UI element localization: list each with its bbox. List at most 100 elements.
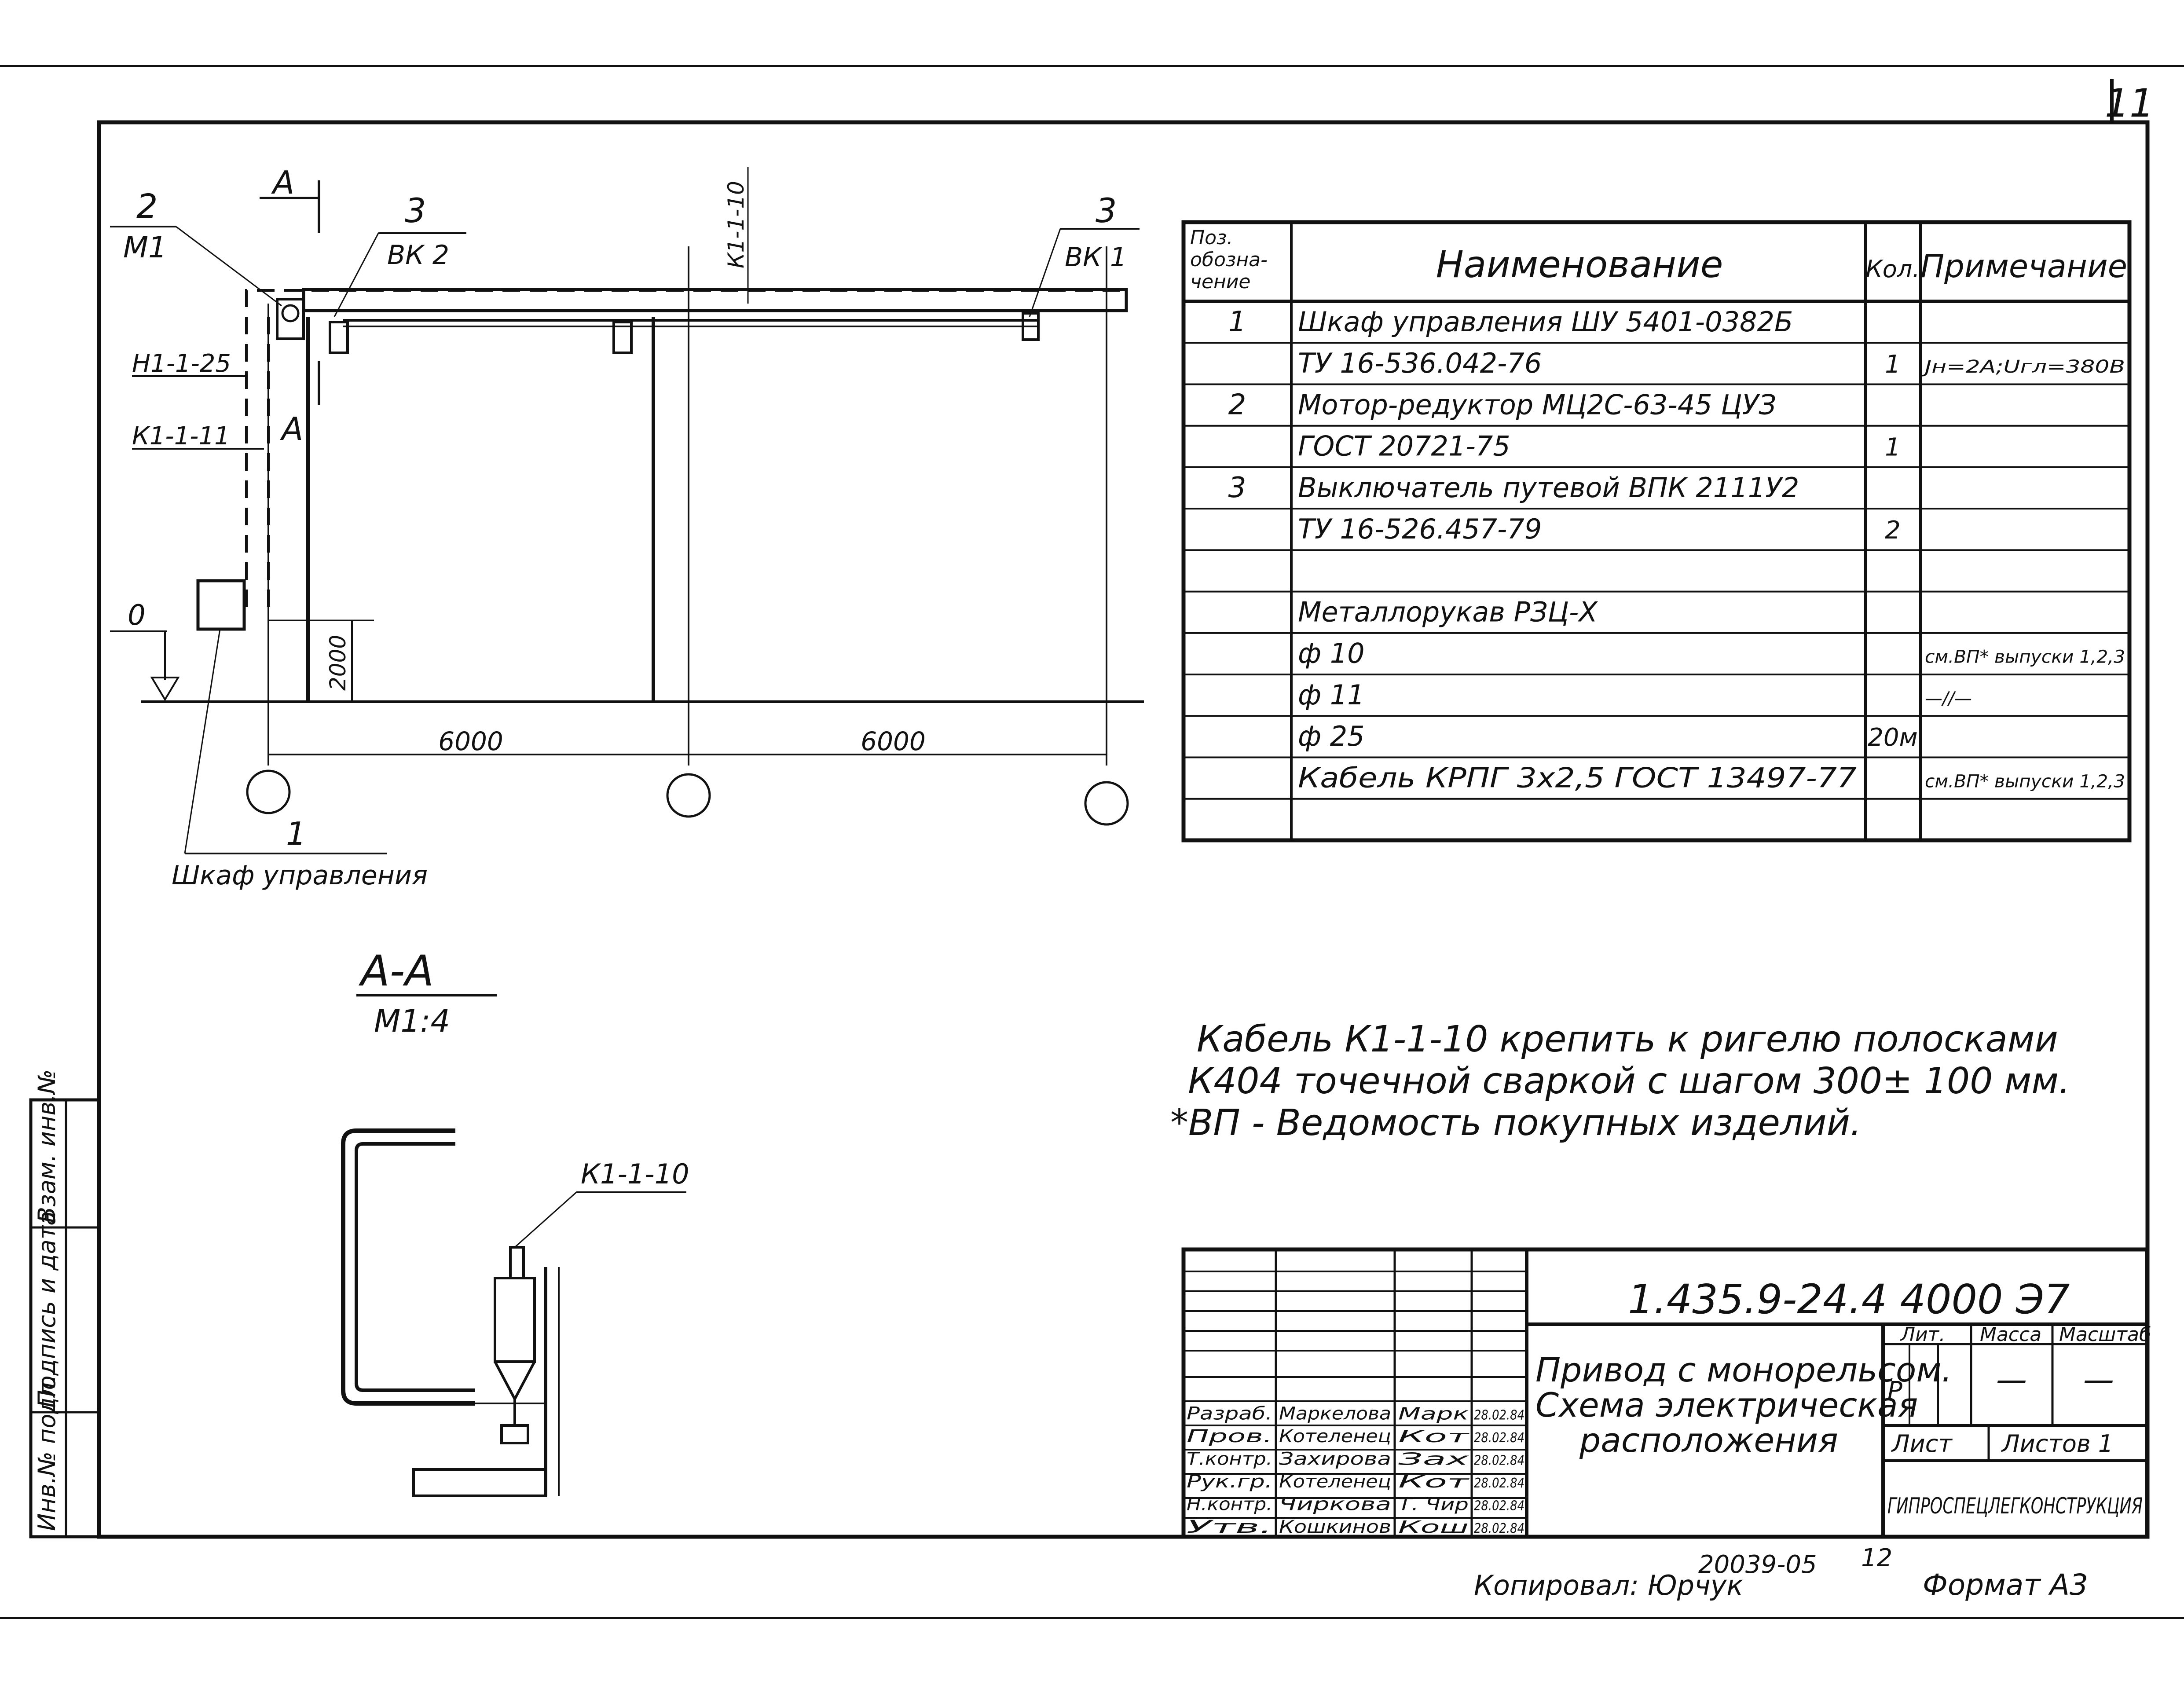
axis-bubble-2 [666, 773, 711, 818]
col-scale: Масштаб [2059, 1323, 2151, 1346]
span-dim-1: 6000 [438, 726, 503, 756]
signature-name: Котеленец [1279, 1472, 1391, 1492]
axis-bubble-1 [246, 769, 291, 814]
motor-reducer [276, 298, 305, 340]
signature-date: 28.02.84 [1474, 1476, 1524, 1491]
spec-cell-qty: 1 [1885, 433, 1901, 462]
signature-sign: Т. Чир [1398, 1495, 1469, 1514]
spec-cell-qty: 1 [1885, 350, 1901, 379]
section-scale: М1:4 [374, 1003, 450, 1039]
section-cable-label: К1-1-10 [581, 1158, 689, 1190]
callout-vk1-name: ВК 1 [1065, 242, 1127, 273]
spec-cell-name: ГОСТ 20721-75 [1298, 430, 1510, 462]
organization: ГИПРОСПЕЦЛЕГКОНСТРУКЦИЯ [1887, 1493, 2143, 1519]
spec-cell-name: ТУ 16-526.457-79 [1298, 513, 1542, 545]
cable-h1: Н1-1-25 [132, 349, 231, 378]
signature-sign: Кош [1398, 1517, 1469, 1537]
spec-header-note: Примечание [1920, 248, 2127, 285]
plan-view: 6000 6000 2000 0 А А К1-1-10 2 [110, 164, 1144, 891]
signature-role: Пров. [1187, 1426, 1272, 1447]
signature-sign: Зах [1398, 1450, 1469, 1469]
signature-role: Утв. [1187, 1517, 1272, 1537]
signature-sign: Кот [1398, 1427, 1470, 1446]
signature-role: Разраб. [1187, 1404, 1272, 1424]
spec-cell-name: Кабель КРПГ 3х2,5 ГОСТ 13497-77 [1298, 762, 1857, 794]
spec-cell-note: Jн=2А;Uгл=380В [1921, 357, 2125, 377]
copied-label: Копировал: Юрчук [1474, 1569, 1743, 1601]
side-stamp-replace: Взам. инв.№ [33, 1070, 61, 1223]
section-mark-top: А [271, 164, 294, 201]
trolley [612, 321, 633, 354]
signature-name: Котеленец [1279, 1426, 1391, 1447]
signature-sign: Марк [1398, 1404, 1469, 1424]
section-title: А-А [358, 946, 434, 996]
sheet-footer: 20039-05 12 Копировал: Юрчук Формат А3 [1474, 1544, 2088, 1602]
signature-role: Т.контр. [1187, 1449, 1272, 1469]
lit-value: Р [1887, 1377, 1902, 1405]
signature-date: 28.02.84 [1474, 1408, 1524, 1423]
callout-motor-scale: М1 [123, 231, 167, 264]
side-stamp: Инв.№ подл. Подпись и дата Взам. инв.№ [29, 1070, 101, 1538]
title-line-2: Схема электрическая [1535, 1385, 1918, 1425]
signature-sign: Кот [1398, 1472, 1470, 1491]
col-lit: Лит. [1900, 1323, 1945, 1346]
doc-code: 1.435.9-24.4 4000 Э7 [1628, 1276, 2070, 1323]
title-line-1: Привод с монорельсом. [1535, 1350, 1952, 1389]
title-line-3: расположения [1579, 1421, 1838, 1460]
note-line-1: Кабель К1-1-10 крепить к ригелю полоскам… [1197, 1018, 2058, 1060]
spec-cell-note: —//— [1925, 689, 1972, 709]
axis-bubble-3 [1084, 781, 1129, 826]
scale-value: — [2083, 1362, 2114, 1398]
archive-number: 20039-05 [1698, 1550, 1817, 1579]
cabinet-label: Шкаф управления [172, 860, 428, 891]
spec-cell-name: Выключатель путевой ВПК 2111У2 [1298, 472, 1799, 504]
span-dim-2: 6000 [861, 726, 926, 756]
signature-role: Н.контр. [1187, 1495, 1272, 1515]
switch-vk2 [329, 321, 349, 354]
spec-cell-name: ф 11 [1298, 679, 1365, 711]
spec-table: Поз. обозна- чение Наименование Кол. При… [1181, 220, 2132, 843]
sheet-label: Лист [1891, 1430, 1953, 1458]
notes: Кабель К1-1-10 крепить к ригелю полоскам… [1170, 1018, 2070, 1144]
spec-header-pos-1: Поз. [1190, 227, 1233, 249]
side-stamp-inv: Инв.№ подл. [33, 1375, 61, 1531]
spec-header-qty: Кол. [1865, 255, 1920, 283]
spec-cell-name: Мотор-редуктор МЦ2С-63-45 ЦУЗ [1298, 388, 1776, 421]
signature-name: Кошкинов [1279, 1517, 1391, 1537]
sheets-label: Листов 1 [2001, 1430, 2113, 1458]
signature-role: Рук.гр. [1187, 1472, 1272, 1492]
archive-sheet: 12 [1861, 1544, 1892, 1572]
axis-top-label: К1-1-10 [723, 181, 749, 268]
spec-header-pos-2: обозна- [1190, 249, 1268, 271]
section-view: А-А М1:4 К1-1-10 [341, 946, 689, 1497]
height-dim: 2000 [325, 635, 351, 691]
callout-vk1-pos: 3 [1096, 191, 1117, 230]
signature-date: 28.02.84 [1474, 1521, 1524, 1536]
signature-date: 28.02.84 [1474, 1430, 1524, 1446]
callout-vk2-name: ВК 2 [387, 240, 449, 271]
level-zero: 0 [128, 599, 146, 632]
cabinet-pos: 1 [286, 815, 306, 852]
signature-name: Захирова [1279, 1449, 1391, 1469]
note-line-3: *ВП - Ведомость покупных изделий. [1170, 1102, 1862, 1144]
spec-header-name: Наименование [1436, 243, 1723, 286]
sheet-number: 11 [2105, 81, 2154, 126]
spec-cell-note: см.ВП* выпуски 1,2,3 [1925, 647, 2125, 667]
format-label: Формат А3 [1923, 1568, 2088, 1602]
col-mass: Масса [1980, 1323, 2041, 1346]
spec-cell-name: Металлорукав РЗЦ-Х [1298, 596, 1598, 628]
signature-name: Маркелова [1279, 1404, 1391, 1424]
title-block: 1.435.9-24.4 4000 Э7 Привод с монорельсо… [1181, 1247, 2151, 1539]
spec-cell-name: ТУ 16-536.042-76 [1298, 347, 1542, 379]
spec-cell-name: ф 10 [1298, 637, 1365, 670]
cable-k1: К1-1-11 [132, 422, 230, 451]
spec-cell-qty: 20м [1868, 723, 1918, 752]
signature-date: 28.02.84 [1474, 1498, 1524, 1514]
spec-header-pos-3: чение [1190, 271, 1251, 293]
signature-name: Чиркова [1279, 1495, 1391, 1515]
section-mark-bottom: А [280, 410, 303, 447]
signature-date: 28.02.84 [1474, 1453, 1524, 1469]
spec-cell-pos: 1 [1228, 306, 1246, 338]
spec-cell-pos: 2 [1228, 388, 1246, 421]
